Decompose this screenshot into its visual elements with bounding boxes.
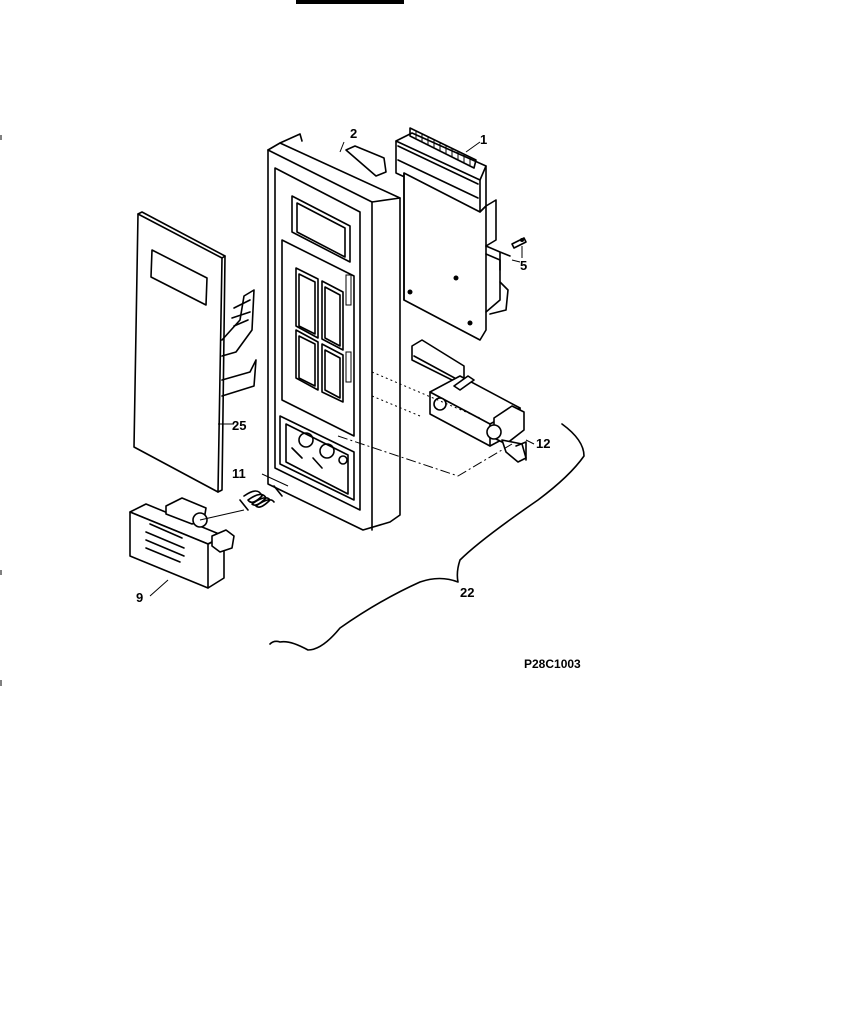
door-panel-part-25 xyxy=(133,211,257,493)
screw-part-5 xyxy=(511,237,527,258)
drawing-code: P28C1003 xyxy=(524,657,581,671)
spring-part-11 xyxy=(239,473,289,511)
cropped-header-text xyxy=(296,0,404,4)
callout-leaders xyxy=(149,141,535,597)
wire-part-22 xyxy=(269,423,585,651)
callout-11: 11 xyxy=(232,466,246,481)
pc-board-part-1 xyxy=(395,127,511,341)
callout-22: 22 xyxy=(460,585,474,600)
callout-12: 12 xyxy=(536,436,550,451)
latch-lever-part-12 xyxy=(411,339,527,463)
callout-1: 1 xyxy=(480,132,487,147)
callout-2: 2 xyxy=(350,126,357,141)
control-panel-frame-part-2 xyxy=(267,133,401,531)
callout-9: 9 xyxy=(136,590,143,605)
assembly-leader-lines xyxy=(337,206,513,477)
push-button-part-9 xyxy=(129,497,245,589)
callout-25: 25 xyxy=(232,418,246,433)
callout-5: 5 xyxy=(520,258,527,273)
